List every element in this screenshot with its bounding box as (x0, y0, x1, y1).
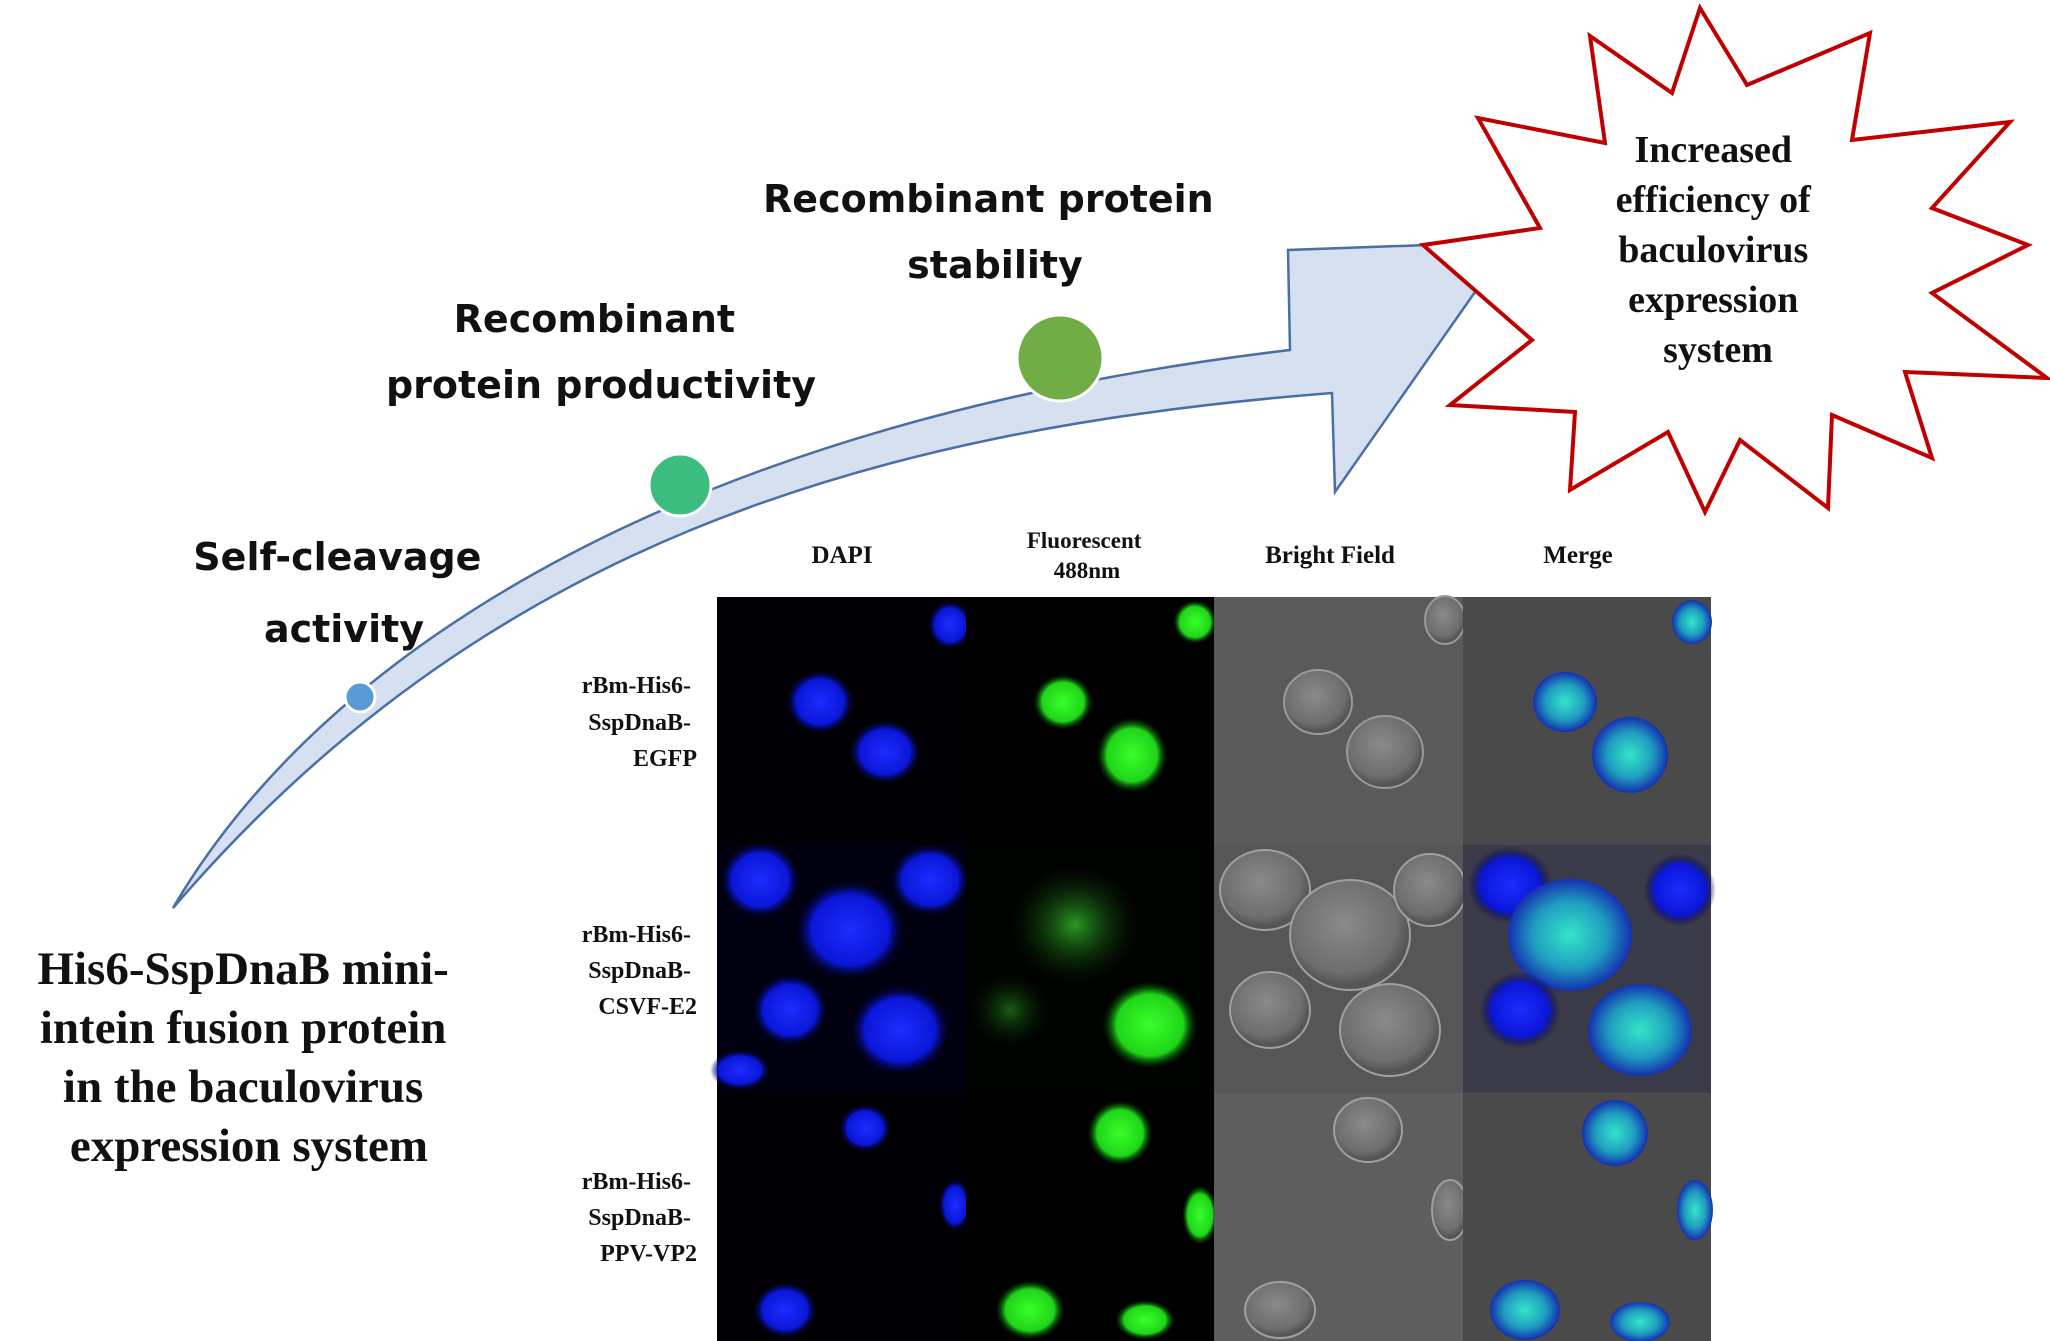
result-starburst (1418, 3, 2050, 517)
panel-fluorescent-csvf-e2 (966, 845, 1214, 1093)
panel-bright-field-ppv-vp2 (1214, 1093, 1469, 1341)
panel-dapi-csvf-e2 (710, 842, 970, 1093)
column-header-dapi: DAPI (811, 542, 872, 569)
panel-bright-field-egfp (1214, 595, 1466, 845)
milestone-dot-productivity (647, 452, 713, 518)
milestone-label-stability: Recombinant protein stability (763, 177, 1227, 287)
milestone-dot-stability (1015, 313, 1105, 403)
source-label: His6-SspDnaB mini- intein fusion protein… (37, 943, 460, 1172)
column-header-bright-field: Bright Field (1265, 542, 1395, 569)
result-label: Increased efficiency of baculovirus expr… (1616, 129, 1821, 371)
panel-merge-egfp (1463, 597, 1712, 845)
microscopy-grid (710, 595, 1716, 1341)
column-header-merge: Merge (1543, 542, 1612, 569)
milestone-label-self-cleavage: Self-cleavage activity (193, 535, 494, 651)
row-label-ppv-vp2: rBm-His6- SspDnaB- PPV-VP2 (582, 1169, 697, 1267)
panel-dapi-ppv-vp2 (717, 1093, 971, 1341)
column-header-fluorescent: Fluorescent 488nm (1027, 528, 1147, 583)
panel-merge-ppv-vp2 (1463, 1093, 1713, 1341)
milestone-label-productivity: Recombinant protein productivity (386, 297, 816, 407)
panel-dapi-egfp (717, 597, 972, 845)
panel-merge-csvf-e2 (1463, 845, 1716, 1093)
row-label-csvf-e2: rBm-His6- SspDnaB- CSVF-E2 (582, 922, 697, 1020)
panel-fluorescent-egfp (966, 597, 1217, 845)
panel-fluorescent-ppv-vp2 (966, 1093, 1218, 1341)
milestone-dot-self-cleavage (343, 680, 377, 714)
panel-bright-field-csvf-e2 (1214, 845, 1467, 1093)
row-label-egfp: rBm-His6- SspDnaB- EGFP (582, 673, 697, 772)
